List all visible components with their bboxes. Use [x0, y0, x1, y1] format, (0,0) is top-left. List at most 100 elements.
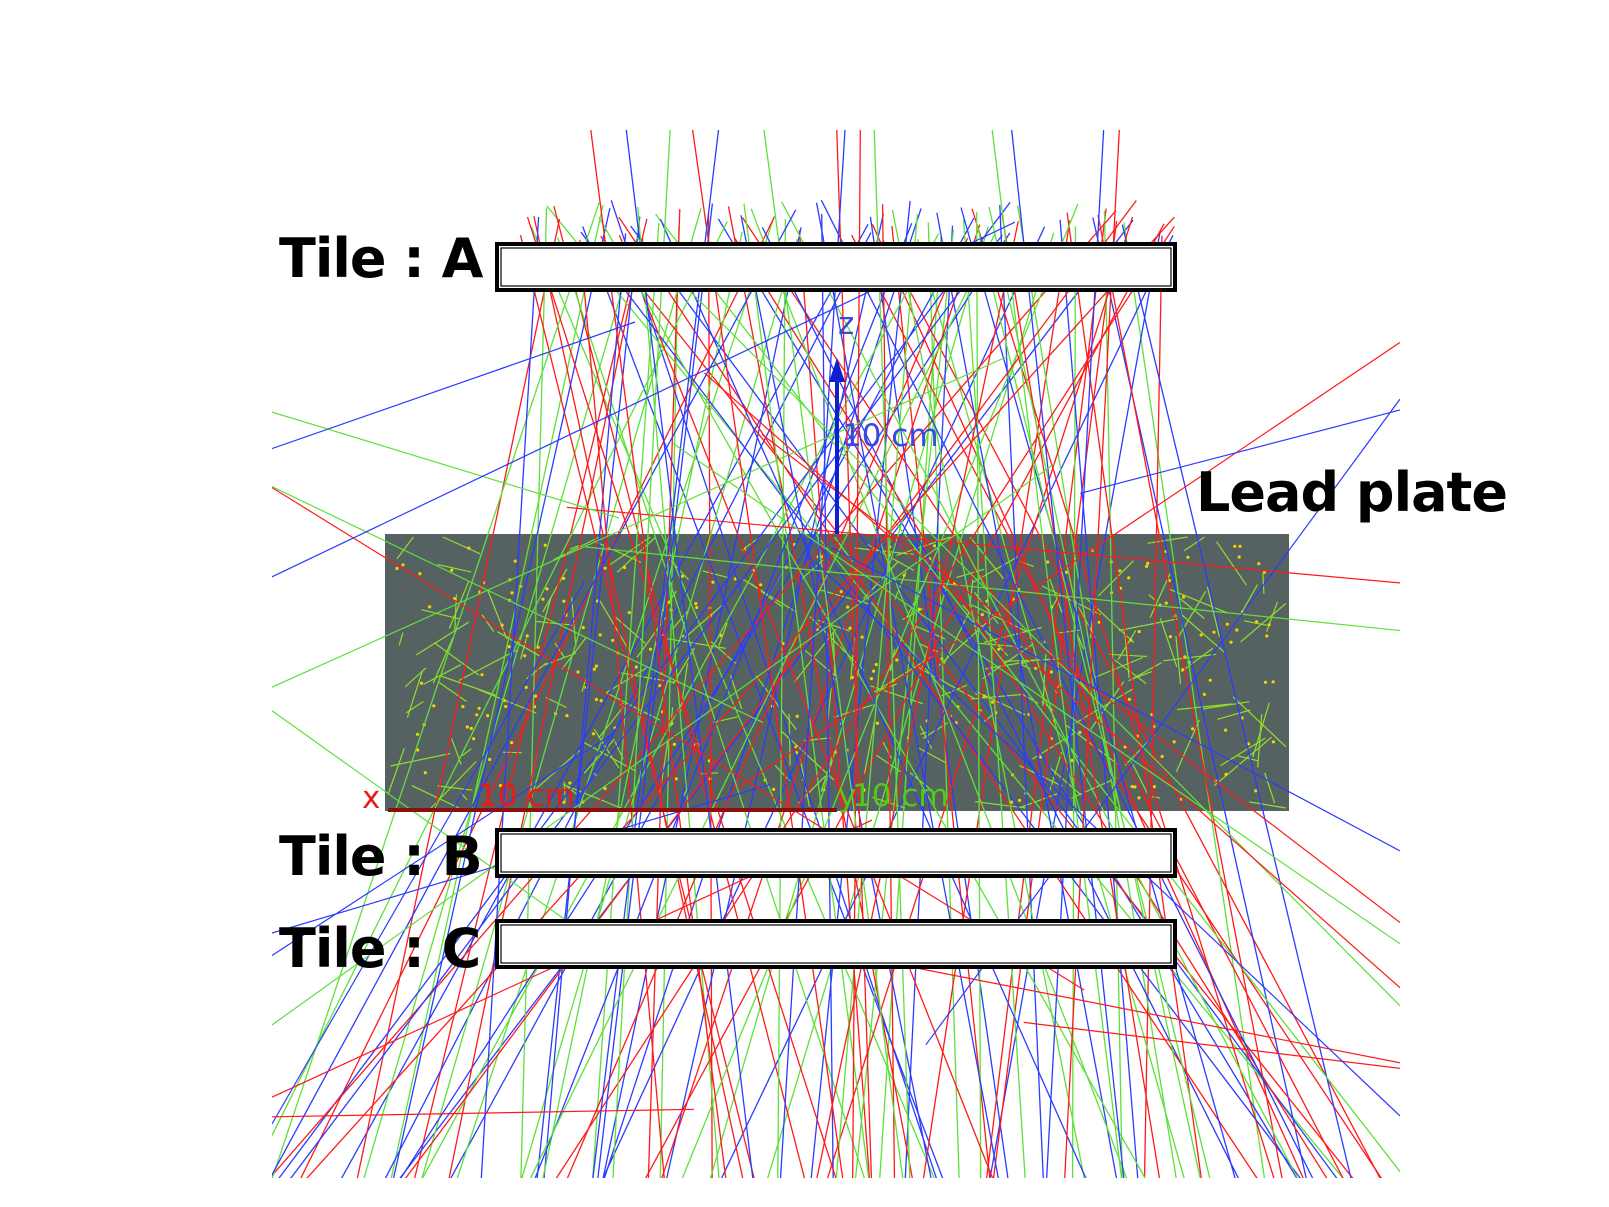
shower-track: [906, 621, 946, 640]
green-track: [854, 229, 955, 1178]
red-track: [533, 216, 744, 1178]
red-track: [272, 210, 1117, 1177]
shower-track: [583, 738, 615, 774]
energy-deposit-dot: [525, 634, 529, 638]
shower-track: [461, 748, 472, 757]
energy-deposit-dot: [1263, 680, 1268, 684]
green-track: [879, 236, 942, 1178]
tile-a: [495, 242, 1177, 292]
shower-track: [1129, 671, 1153, 681]
shower-track: [1056, 629, 1082, 634]
shower-track: [750, 583, 782, 607]
shower-track: [975, 801, 1026, 809]
shower-track: [1220, 737, 1266, 767]
energy-deposit-dot: [1202, 692, 1206, 697]
y-axis-letter: y: [838, 778, 856, 814]
shower-track: [536, 596, 552, 647]
green-track: [272, 710, 606, 949]
blue-track: [1046, 130, 1105, 1178]
blue-track: [278, 201, 1011, 1178]
energy-deposit-dot: [1254, 789, 1258, 793]
energy-deposit-dot: [1238, 544, 1242, 548]
energy-deposit-dot: [565, 714, 569, 718]
green-track: [781, 201, 1299, 1178]
red-track: [882, 239, 1381, 1178]
shower-track: [1213, 736, 1272, 787]
shower-track: [390, 752, 451, 767]
shower-track: [502, 751, 522, 754]
blue-track: [272, 580, 586, 1125]
shower-track: [971, 604, 1032, 635]
blue-track: [740, 215, 932, 1178]
energy-deposit-dot: [432, 704, 436, 708]
energy-deposit-dot: [1255, 620, 1259, 624]
green-track: [456, 215, 775, 1178]
green-track: [272, 355, 1008, 688]
shower-track: [542, 568, 568, 613]
shower-track: [569, 545, 580, 550]
blue-track: [290, 234, 1003, 1178]
energy-deposit-dot: [1034, 666, 1038, 670]
shower-track: [1018, 793, 1058, 809]
shower-track: [718, 622, 728, 647]
green-track: [1103, 210, 1123, 1178]
red-track: [816, 221, 1019, 1178]
energy-deposit-dot: [533, 694, 538, 698]
blue-track: [392, 208, 611, 1178]
blue-track: [534, 223, 913, 1178]
energy-deposit-dot: [467, 546, 471, 550]
green-track: [763, 130, 904, 1178]
energy-deposit-dot: [1146, 561, 1150, 566]
shower-track: [1149, 573, 1171, 619]
shower-track: [774, 764, 790, 782]
green-track: [635, 236, 1400, 1007]
energy-deposit-dot: [486, 714, 490, 718]
energy-deposit-dot: [634, 665, 638, 669]
energy-deposit-dot: [1246, 742, 1251, 746]
energy-deposit-dot: [507, 645, 511, 649]
shower-track: [520, 638, 527, 660]
green-track: [272, 486, 764, 724]
shower-track: [458, 649, 518, 682]
red-track: [356, 218, 561, 1178]
energy-deposit-dot: [772, 787, 776, 792]
tile-b-label: Tile : B: [279, 825, 483, 888]
energy-deposit-dot: [1257, 562, 1261, 566]
shower-track: [712, 716, 738, 723]
shower-track: [969, 693, 1022, 700]
energy-deposit-dot: [1160, 754, 1164, 759]
shower-track: [1175, 635, 1182, 684]
energy-deposit-dot: [980, 613, 984, 617]
shower-track: [442, 536, 481, 555]
x-axis-scale-label: 10 cm: [478, 778, 575, 814]
energy-deposit-dot: [694, 602, 698, 606]
shower-track: [1241, 584, 1259, 612]
shower-track: [411, 785, 460, 809]
blue-track: [717, 218, 1298, 1178]
shower-track: [676, 603, 724, 645]
red-track: [553, 205, 806, 1178]
energy-deposit-dot: [1152, 785, 1156, 789]
energy-deposit-dot: [594, 664, 599, 668]
blue-track: [720, 234, 1174, 1178]
x-axis: x 10 cm: [362, 778, 837, 816]
blue-track: [904, 225, 954, 1178]
blue-track: [272, 209, 797, 1177]
energy-deposit-dot: [510, 741, 514, 745]
red-track: [836, 130, 873, 1178]
green-track: [363, 233, 640, 1178]
energy-deposit-dot: [1133, 785, 1137, 789]
shower-track: [1123, 628, 1130, 679]
green-track: [654, 213, 1400, 1173]
green-track: [272, 411, 620, 519]
energy-deposit-dot: [461, 705, 465, 709]
energy-deposit-dot: [1130, 785, 1134, 789]
z-axis-letter: z: [838, 306, 854, 342]
energy-deposit-dot: [594, 697, 599, 702]
shower-track: [962, 605, 1009, 657]
energy-deposit-dot: [982, 694, 987, 698]
green-track: [612, 130, 671, 1178]
shower-track: [599, 600, 632, 655]
energy-deposit-dot: [568, 781, 572, 785]
